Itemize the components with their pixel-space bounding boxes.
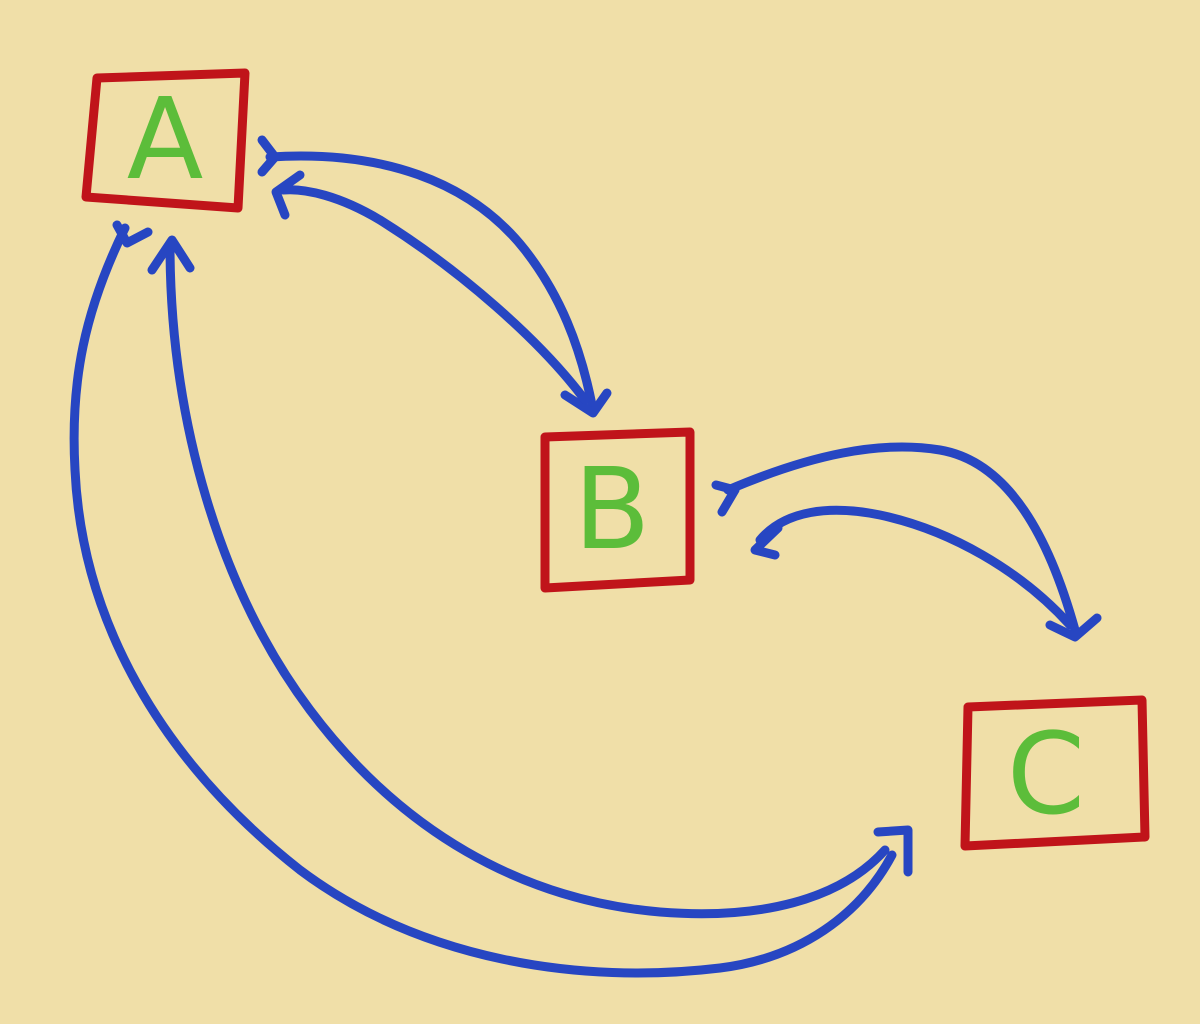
edge-b-to-a-arrowhead-icon bbox=[271, 170, 305, 220]
node-b-label: B bbox=[574, 445, 651, 575]
edge-b-to-c-arrowhead-icon bbox=[1045, 613, 1102, 642]
edge-c-to-b-arrowhead-icon bbox=[750, 523, 783, 560]
node-a-label: A bbox=[127, 75, 204, 205]
edge-c-to-a bbox=[165, 240, 890, 919]
edge-b-to-a bbox=[278, 185, 590, 405]
node-c-box bbox=[960, 695, 1150, 851]
edge-a-to-b-arrowhead-icon bbox=[560, 388, 612, 418]
edge-c-to-a-arrowhead-icon bbox=[147, 235, 195, 275]
node-b: B bbox=[540, 427, 695, 593]
node-a-box bbox=[81, 68, 250, 213]
node-c: C bbox=[960, 695, 1150, 851]
edge-c-to-b bbox=[755, 505, 1075, 630]
edge-a-to-c-arrowhead-icon bbox=[873, 825, 913, 877]
edge-b-to-c bbox=[723, 442, 1080, 635]
node-b-box bbox=[540, 427, 695, 593]
node-a: A bbox=[81, 68, 250, 213]
edge-a-to-b-tail-icon bbox=[257, 135, 280, 177]
edge-a-to-b bbox=[265, 151, 597, 410]
edges bbox=[69, 135, 1102, 978]
edge-b-to-c-tail-icon bbox=[711, 480, 740, 517]
node-c-label: C bbox=[1007, 710, 1085, 840]
edge-a-to-c-tail-icon bbox=[112, 220, 153, 248]
edge-a-to-c bbox=[69, 223, 897, 978]
